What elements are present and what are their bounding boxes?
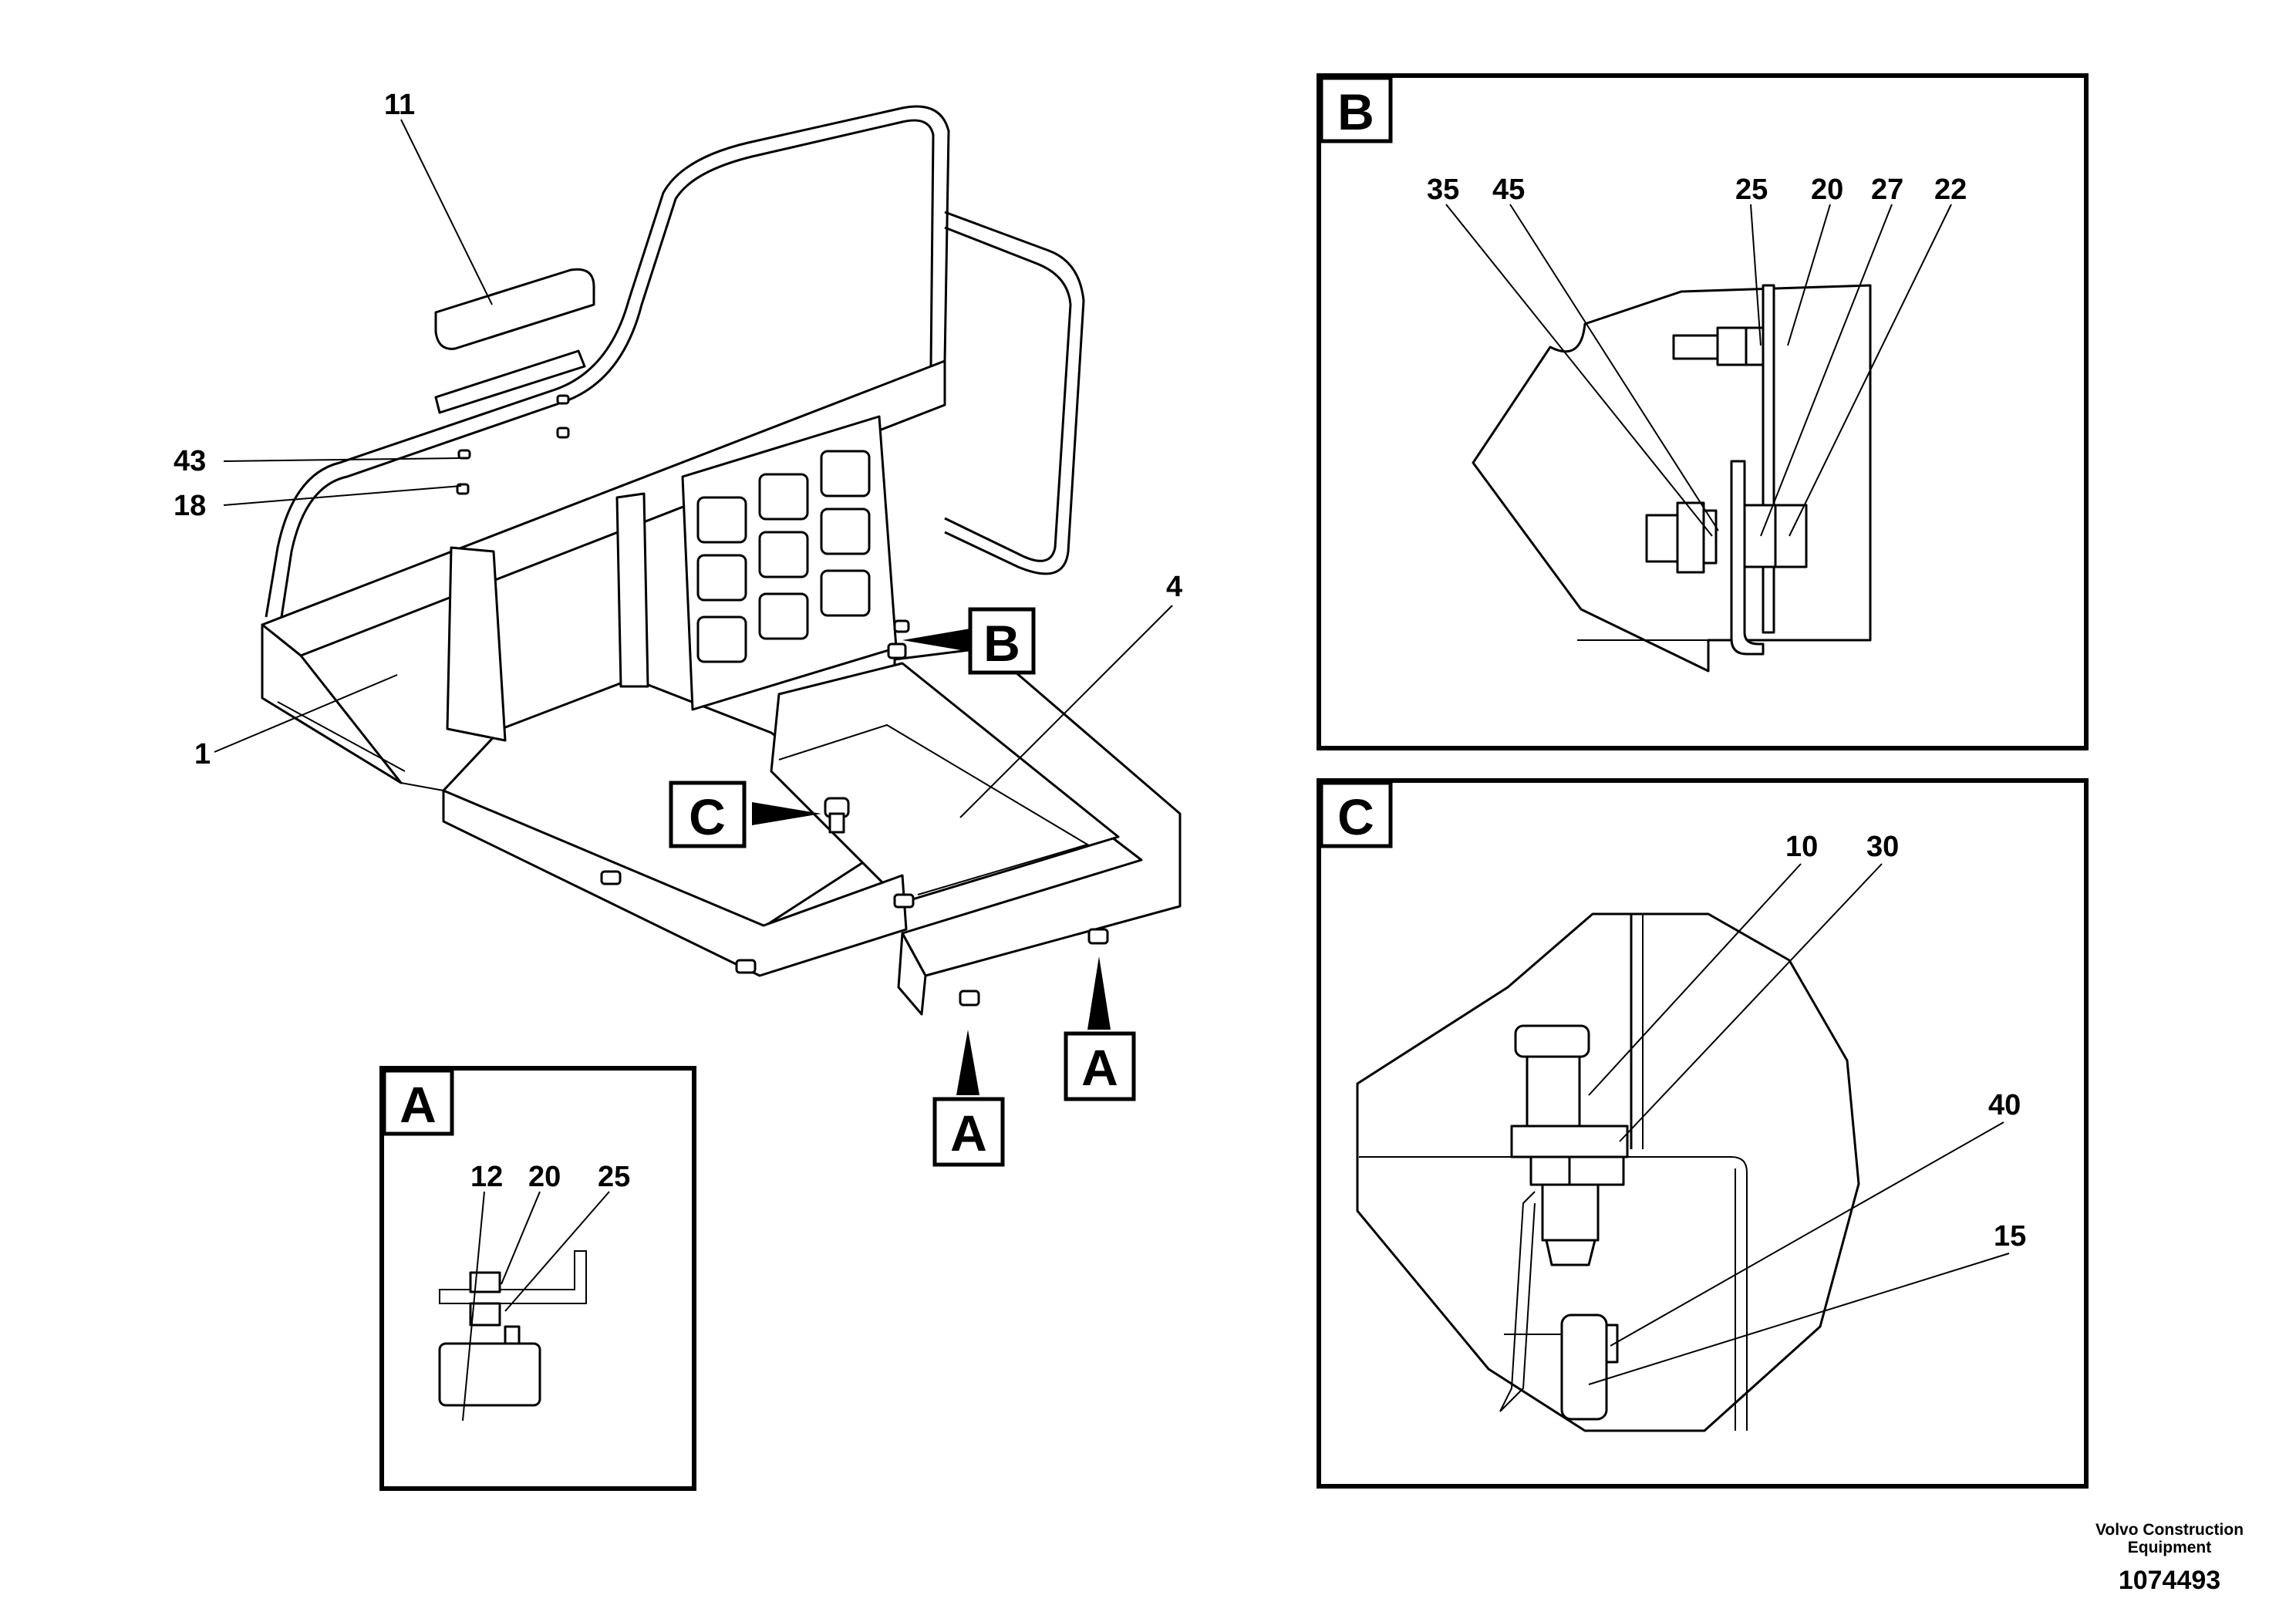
main-assembly-view: 11 43 18 1 4 B C A A (174, 89, 1182, 1167)
detail-a: A 12 20 25 (379, 1066, 696, 1491)
vent-grid (696, 450, 871, 663)
detail-a-callout-20: 20 (528, 1161, 561, 1193)
detail-c: C 10 30 40 15 (1317, 778, 2089, 1489)
view-marker-a1: A (932, 1030, 1005, 1167)
detail-a-callout-12: 12 (470, 1161, 503, 1193)
detail-c-title: C (1337, 788, 1374, 845)
detail-b-callout-22: 22 (1934, 174, 1967, 206)
detail-b-callout-45: 45 (1492, 174, 1525, 206)
callout-11: 11 (384, 89, 415, 121)
detail-b-title: B (1337, 83, 1374, 140)
detail-a-title: A (400, 1076, 437, 1133)
seat-tray (261, 359, 946, 931)
detail-c-callout-30: 30 (1866, 831, 1899, 863)
footer: Volvo Construction Equipment 1074493 (2095, 1521, 2244, 1595)
svg-text:A: A (1081, 1039, 1118, 1096)
view-marker-b: B (902, 607, 1036, 675)
detail-a-callout-25: 25 (598, 1161, 630, 1193)
detail-b-callout-27: 27 (1871, 174, 1903, 206)
armrest-pad (434, 268, 595, 495)
view-marker-c: C (669, 781, 821, 848)
detail-c-callout-10: 10 (1785, 831, 1818, 863)
detail-b-callout-20: 20 (1811, 174, 1843, 206)
grab-rail (265, 105, 1085, 618)
company-name-line1: Volvo Construction (2095, 1521, 2244, 1539)
main-callouts: 11 43 18 1 4 (174, 89, 1182, 771)
callout-4: 4 (1166, 571, 1182, 603)
detail-c-callout-15: 15 (1994, 1220, 2026, 1253)
detail-b: B 35 45 25 20 27 22 (1317, 73, 2089, 750)
svg-text:B: B (983, 615, 1020, 672)
company-name-line2: Equipment (2128, 1539, 2212, 1556)
detail-b-callout-35: 35 (1427, 174, 1459, 206)
figure-number: 1074493 (2119, 1566, 2220, 1595)
svg-text:C: C (689, 788, 726, 845)
main-leaders (214, 119, 1173, 818)
detail-b-callout-25: 25 (1735, 174, 1768, 206)
callout-1: 1 (194, 738, 211, 771)
detail-c-callout-40: 40 (1988, 1089, 2021, 1121)
seat-base (442, 619, 1182, 1016)
view-marker-a2: A (1064, 956, 1136, 1101)
callout-43: 43 (174, 445, 206, 477)
svg-text:A: A (950, 1104, 987, 1162)
callout-18: 18 (174, 490, 206, 522)
